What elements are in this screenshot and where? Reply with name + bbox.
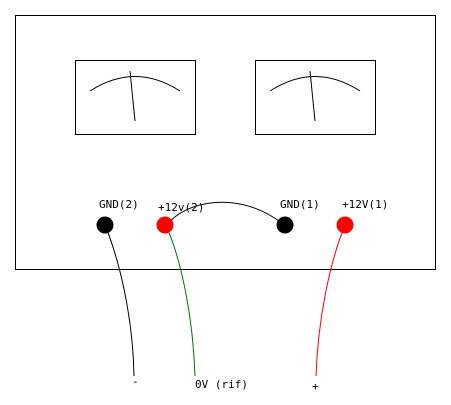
terminal-label-gnd-2: GND(2): [99, 198, 139, 211]
right-meter: [255, 60, 376, 135]
right-meter-window: [255, 60, 376, 135]
jumper-wire: [165, 201, 284, 227]
lead-wire-plus: [315, 224, 346, 377]
terminal-label-plus12v-1: +12V(1): [342, 198, 388, 211]
lead-label-minus: -: [132, 375, 139, 388]
right-meter-needle: [309, 70, 316, 122]
left-meter-needle: [129, 70, 136, 122]
lead-label-zero-volt: 0V (rif): [195, 378, 248, 391]
terminal-gnd-2[interactable]: [96, 216, 114, 234]
enclosure-panel: [15, 15, 436, 270]
lead-wire-minus: [104, 224, 135, 377]
left-meter-scale-arc: [89, 76, 181, 92]
terminal-plus12v-2[interactable]: [156, 216, 174, 234]
left-meter: [75, 60, 196, 135]
terminal-label-gnd-1: GND(1): [280, 198, 320, 211]
lead-wire-zero-volt: [165, 224, 196, 377]
right-meter-scale-arc: [269, 76, 361, 92]
lead-label-plus: +: [312, 380, 319, 393]
left-meter-window: [75, 60, 196, 135]
terminal-gnd-1[interactable]: [276, 216, 294, 234]
terminal-label-plus12v-2: +12v(2): [158, 201, 204, 214]
terminal-plus12v-1[interactable]: [336, 216, 354, 234]
